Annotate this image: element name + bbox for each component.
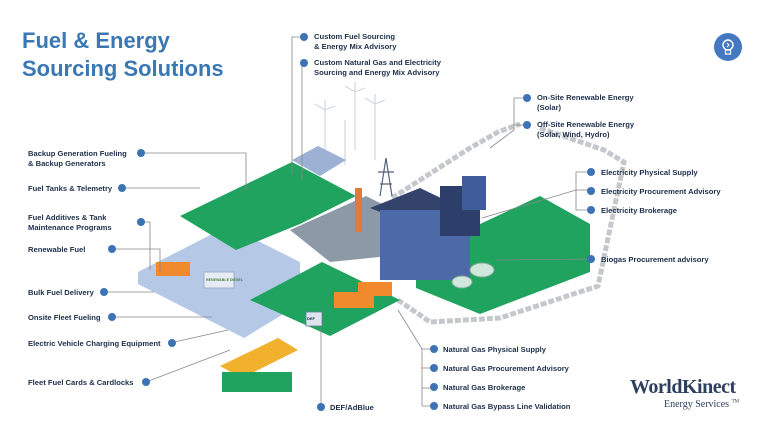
dot-electricity-advisory (587, 187, 595, 195)
label-custom-fuel: Custom Fuel Sourcing & Energy Mix Adviso… (314, 32, 397, 51)
dot-onsite-renewable (523, 94, 531, 102)
gas-tank-2 (469, 262, 495, 278)
fleet-canopy (220, 338, 298, 378)
fleet-station (222, 372, 292, 392)
dot-onsite-fleet (108, 313, 116, 321)
dot-fleet-cards (142, 378, 150, 386)
dot-fuel-additives (137, 218, 145, 226)
label-gas-bypass: Natural Gas Bypass Line Validation (443, 402, 571, 411)
dot-ev-charging (168, 339, 176, 347)
green-ground-left (180, 162, 356, 250)
chimney (355, 188, 362, 232)
wind-turbines (314, 82, 386, 165)
dot-gas-brokerage (430, 383, 438, 391)
solar-panels (292, 146, 346, 176)
dot-custom-gas-electricity (300, 59, 308, 67)
dot-biogas (587, 255, 595, 263)
dot-backup-generation (137, 149, 145, 157)
factory-tower (462, 176, 486, 210)
page-title: Fuel & Energy Sourcing Solutions (22, 27, 282, 83)
title-line-1: Fuel & Energy (22, 28, 170, 53)
renewable-tank (203, 271, 235, 289)
fuel-truck-orange (156, 262, 190, 276)
label-backup-generation: Backup Generation Fueling & Backup Gener… (28, 149, 127, 168)
label-electricity-brokerage: Electricity Brokerage (601, 206, 677, 215)
label-gas-brokerage: Natural Gas Brokerage (443, 383, 526, 392)
energy-bulb-icon (714, 33, 742, 61)
gas-tank-1 (451, 275, 473, 289)
dot-electricity-supply (587, 168, 595, 176)
logo-wordmark: WorldKinect (630, 376, 736, 398)
label-ev-charging: Electric Vehicle Charging Equipment (28, 339, 161, 348)
gas-pipeline (390, 121, 627, 325)
fuel-truck-right (358, 282, 392, 296)
worldkinect-logo: WorldKinect Energy Services TM (630, 376, 750, 410)
dot-electricity-brokerage (587, 206, 595, 214)
dot-def-adblue (317, 403, 325, 411)
def-label: DEF (307, 316, 316, 321)
green-ground-center (250, 262, 400, 336)
dot-renewable-fuel (108, 245, 116, 253)
label-offsite-renewable: Off-Site Renewable Energy (Solar, Wind, … (537, 120, 635, 139)
label-biogas: Biogas Procurement advisory (601, 255, 709, 264)
dot-custom-fuel (300, 33, 308, 41)
tank-label: RENEWABLE DIESEL (206, 278, 244, 282)
label-def-adblue: DEF/AdBlue (330, 403, 374, 412)
label-bulk-fuel: Bulk Fuel Delivery (28, 288, 94, 297)
dot-gas-advisory (430, 364, 438, 372)
dot-gas-supply (430, 345, 438, 353)
dot-fuel-tanks (118, 184, 126, 192)
label-gas-advisory: Natural Gas Procurement Advisory (443, 364, 569, 373)
label-fuel-tanks: Fuel Tanks & Telemetry (28, 184, 113, 193)
label-custom-gas-electricity: Custom Natural Gas and Electricity Sourc… (314, 58, 442, 77)
dot-bulk-fuel (100, 288, 108, 296)
label-fuel-additives: Fuel Additives & Tank Maintenance Progra… (28, 213, 112, 232)
label-electricity-supply: Electricity Physical Supply (601, 168, 698, 177)
dot-offsite-renewable (523, 121, 531, 129)
label-electricity-advisory: Electricity Procurement Advisory (601, 187, 721, 196)
def-tank (305, 311, 323, 327)
label-renewable-fuel: Renewable Fuel (28, 245, 86, 254)
title-line-2: Sourcing Solutions (22, 56, 224, 81)
label-fleet-cards: Fleet Fuel Cards & Cardlocks (28, 378, 134, 387)
label-onsite-fleet: Onsite Fleet Fueling (28, 313, 101, 322)
label-onsite-renewable: On-Site Renewable Energy (Solar) (537, 93, 634, 112)
label-gas-supply: Natural Gas Physical Supply (443, 345, 546, 354)
power-tower (378, 157, 394, 197)
dot-gas-bypass (430, 402, 438, 410)
logo-subtitle: Energy Services TM (664, 399, 740, 410)
